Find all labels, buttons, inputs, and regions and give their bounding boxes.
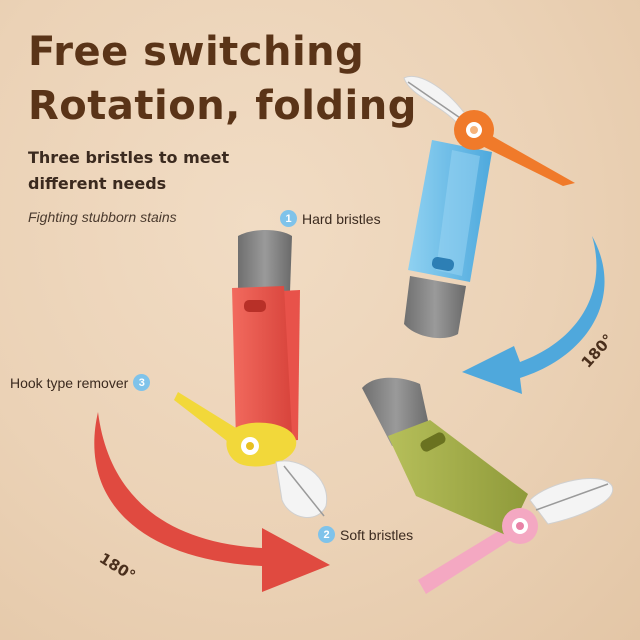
green-brush [362, 377, 614, 594]
tagline: Fighting stubborn stains [28, 209, 177, 225]
subheading-line-2: different needs [28, 174, 167, 193]
subheading-line-1: Three bristles to meet [28, 148, 230, 167]
callout-hook-type-remover: Hook type remover 3 [10, 374, 151, 391]
callout-number-badge: 2 [318, 526, 335, 543]
red-rotation-arrow [94, 412, 330, 592]
blue-brush [403, 75, 575, 339]
green-brush-hub [502, 508, 538, 544]
blue-brush-hard-bristles [404, 276, 466, 339]
red-brush-hard-bristles [238, 230, 292, 292]
callout-hard-bristles: 1 Hard bristles [280, 210, 381, 227]
headline-line-2: Rotation, folding [28, 83, 417, 129]
callout-label: Hook type remover [10, 374, 129, 391]
blue-brush-hub [454, 110, 494, 150]
callout-number-badge: 3 [133, 374, 151, 391]
callout-label: Soft bristles [340, 526, 414, 543]
callout-soft-bristles: 2 Soft bristles [318, 526, 413, 543]
green-brush-soft-bristles [529, 478, 614, 525]
callout-label: Hard bristles [302, 210, 381, 227]
red-brush [174, 230, 328, 518]
callout-number-badge: 1 [280, 210, 297, 227]
headline-line-1: Free switching [28, 29, 365, 75]
red-brush-hub [226, 422, 297, 467]
red-brush-soft-bristles [275, 460, 328, 518]
blue-rotation-arrow [462, 236, 605, 394]
